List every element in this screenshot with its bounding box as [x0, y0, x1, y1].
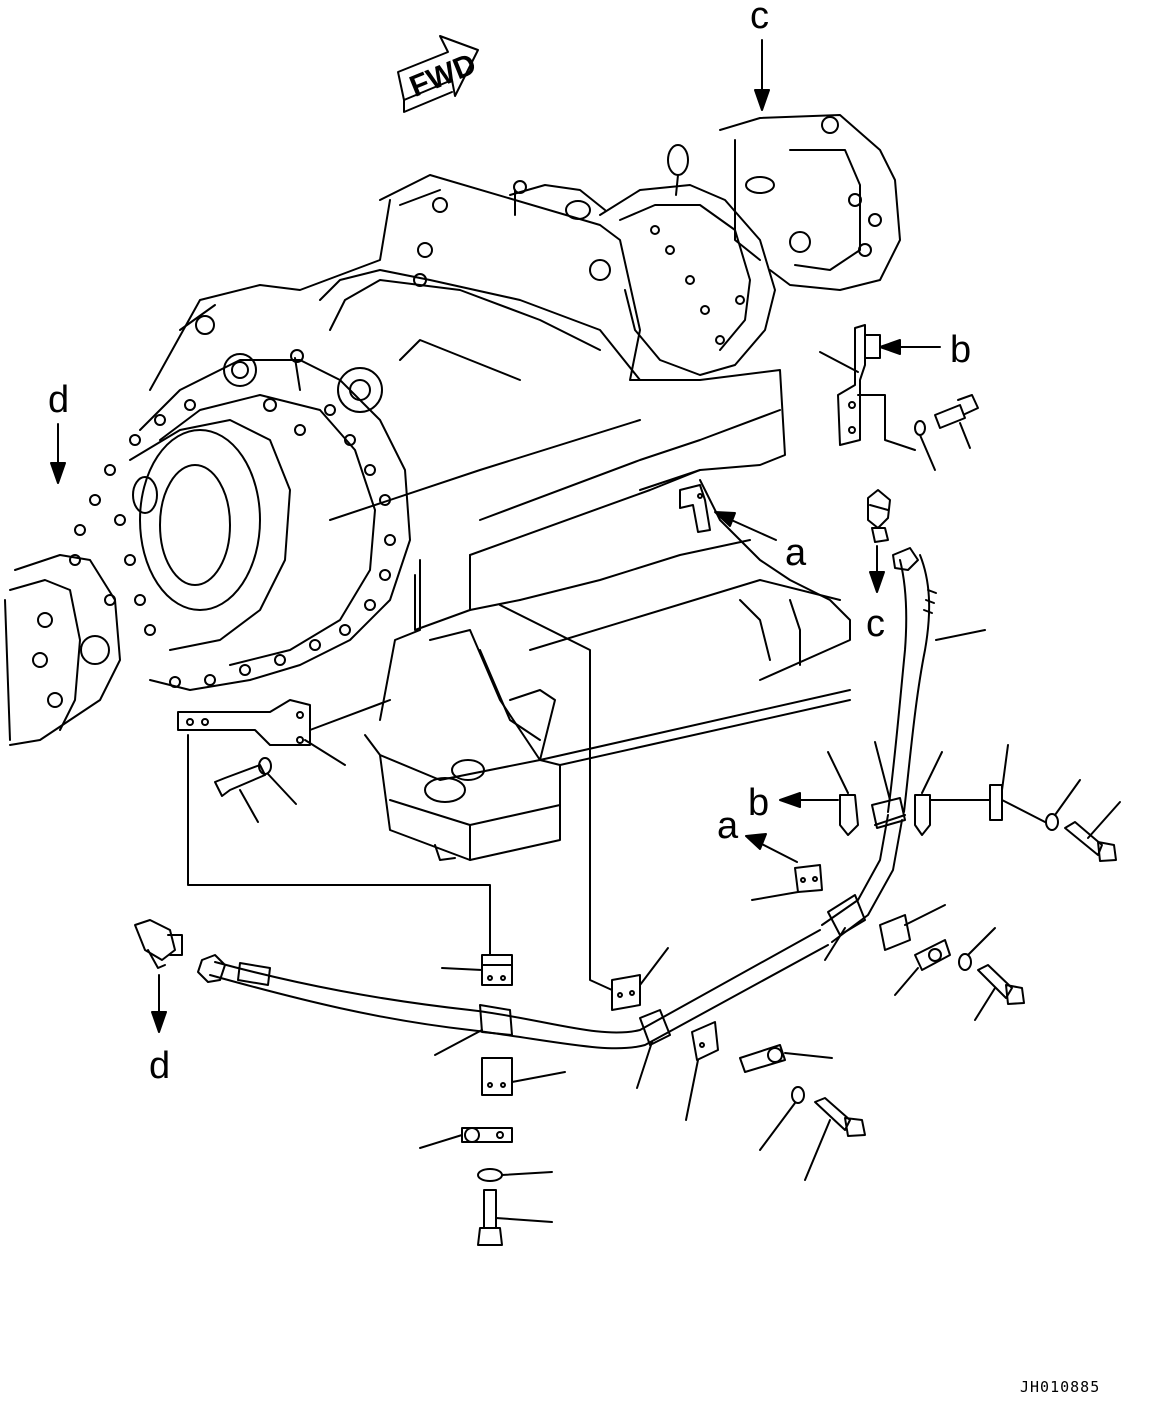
bolt-b-head — [929, 744, 1046, 823]
left-travel-motor — [4, 349, 411, 746]
clamp-left-lower — [481, 1057, 566, 1096]
track-frame — [149, 174, 851, 861]
callout-a-low: a — [717, 805, 798, 863]
clamp-b-left — [827, 751, 859, 836]
svg-text:b: b — [748, 782, 769, 824]
upper-bracket-left — [177, 699, 391, 766]
frame-clip-a — [679, 484, 711, 533]
callout-a-mid: a — [714, 511, 807, 574]
callout-c-top: c — [750, 0, 770, 111]
svg-text:a: a — [717, 805, 739, 847]
bolt-upper-left — [214, 764, 266, 823]
fwd-arrow-icon: FWD — [397, 35, 481, 113]
washer-upper-left — [258, 757, 297, 805]
clamp-center-upper — [499, 604, 669, 1011]
washer-b — [1045, 779, 1081, 831]
bolt-lower-left — [477, 1189, 553, 1246]
clamp-plate-right — [894, 939, 951, 996]
elbow-fitting-top — [867, 489, 891, 543]
washer-lower-left — [477, 1168, 553, 1182]
svg-text:d: d — [149, 1045, 170, 1087]
svg-text:c: c — [866, 603, 885, 645]
right-travel-motor — [509, 114, 901, 376]
leader-bracket-to-clamp — [187, 734, 491, 956]
clamp-plate-left — [419, 1127, 513, 1149]
callout-b-top: b — [879, 329, 971, 371]
washer-lower-right — [958, 927, 996, 971]
bolt-lower-center — [804, 1097, 866, 1181]
bolt-upper-right — [934, 394, 979, 449]
clamp-plate-center — [739, 1044, 833, 1073]
callout-b-mid: b — [748, 782, 839, 824]
bolt-b — [1064, 801, 1121, 862]
svg-text:d: d — [48, 379, 69, 421]
callout-d-low: d — [149, 974, 170, 1087]
upper-bracket-right — [819, 324, 916, 451]
callout-c-mid: c — [866, 545, 885, 645]
elbow-fitting-bottom — [134, 919, 183, 969]
svg-text:b: b — [950, 329, 971, 371]
bolt-lower-right — [974, 964, 1025, 1021]
drawing-code: JH010885 — [1020, 1378, 1100, 1396]
clamp-left-upper — [441, 954, 513, 986]
clamp-right-lower — [879, 904, 946, 951]
svg-text:c: c — [750, 0, 769, 37]
washer-lower-center — [759, 1086, 805, 1151]
clamp-b-right — [874, 741, 943, 836]
callout-d-top: d — [48, 379, 69, 484]
svg-text:a: a — [785, 532, 807, 574]
clamp-center-lower — [685, 1021, 719, 1121]
clamp-a-upper — [751, 864, 823, 901]
washer-upper-right — [914, 420, 936, 471]
